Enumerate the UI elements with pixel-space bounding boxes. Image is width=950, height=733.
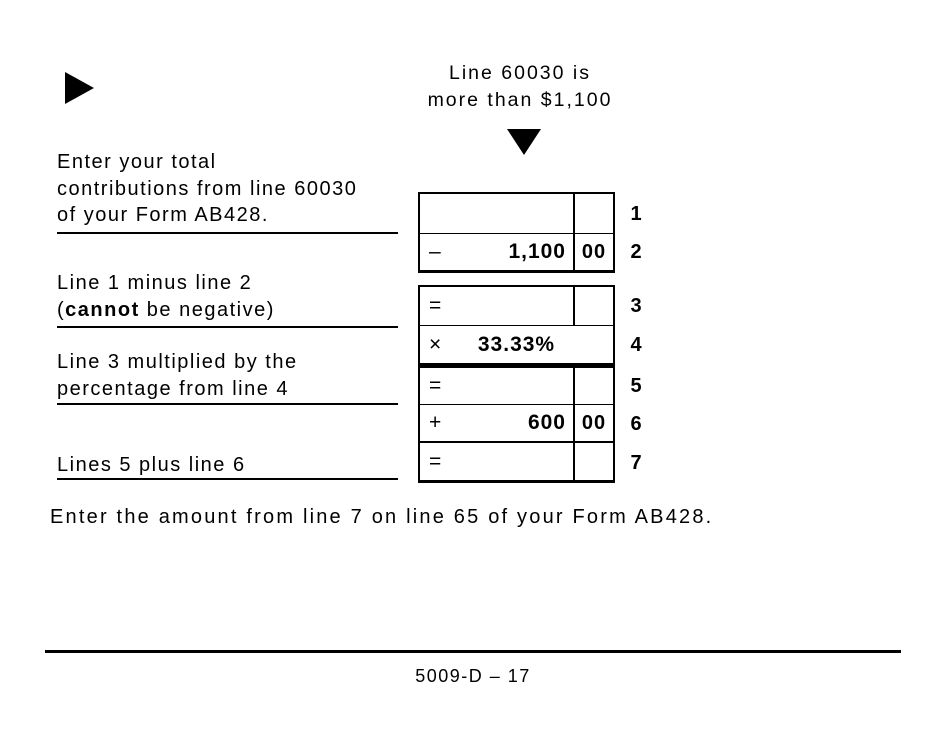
step3-label: Line 3 multiplied by the percentage from…	[57, 349, 407, 402]
line7-operator: =	[429, 449, 442, 473]
line2-operator: –	[429, 240, 441, 263]
footer-page-number: 5009-D – 17	[415, 666, 531, 686]
calc-row-line1	[420, 194, 613, 234]
line5-cents-field[interactable]	[573, 368, 613, 404]
calc-row-line2: – 1,100 00	[420, 234, 613, 270]
line2-cents: 00	[573, 234, 613, 270]
calc-box-lines-5-7: = + 600 00 =	[418, 366, 615, 483]
branch-condition-line1: Line 60030 is	[448, 62, 591, 84]
calc-row-line4: × 33.33%	[420, 326, 613, 363]
step4-line1: Lines 5 plus line 6	[57, 454, 246, 476]
calc-row-line5: =	[420, 368, 613, 405]
step2-line2: (cannot be negative)	[57, 297, 407, 324]
final-instruction: Enter the amount from line 7 on line 65 …	[50, 506, 714, 528]
step4-underline	[57, 478, 398, 480]
step3-line1: Line 3 multiplied by the	[57, 351, 298, 373]
step1-label: Enter your total contributions from line…	[57, 149, 407, 229]
line6-amount: 600	[527, 411, 566, 434]
branch-condition: Line 60030 is more than $1,100	[385, 60, 655, 114]
step1-line3: of your Form AB428.	[57, 204, 269, 226]
line5-operator: =	[429, 374, 442, 397]
line7-cents-field[interactable]	[573, 443, 613, 480]
line6-operator: +	[429, 411, 442, 434]
step3-line2: percentage from line 4	[57, 377, 290, 400]
line-number-2: 2	[630, 241, 642, 263]
branch-condition-line2: more than $1,100	[427, 89, 613, 111]
line-number-1: 1	[630, 203, 642, 225]
step2-line2-pre: (	[57, 298, 66, 321]
step1-line2: contributions from line 60030	[57, 177, 358, 200]
down-arrow-icon	[507, 129, 541, 155]
line4-rate: 33.33%	[477, 332, 556, 356]
line-number-5: 5	[630, 375, 642, 397]
step2-line2-post: be negative)	[139, 298, 275, 321]
line3-cents-field[interactable]	[573, 287, 613, 325]
line7-amount-field[interactable]: =	[420, 443, 573, 480]
step1-underline	[57, 232, 398, 234]
line3-amount-field[interactable]: =	[420, 287, 573, 325]
calc-box-lines-3-4: = × 33.33%	[418, 285, 615, 366]
step1-line1: Enter your total	[57, 151, 217, 173]
footer-rule	[45, 650, 901, 653]
step2-underline	[57, 326, 398, 328]
step4-label: Lines 5 plus line 6	[57, 452, 407, 479]
line-number-7: 7	[630, 452, 642, 474]
line2-amount: 1,100	[508, 240, 566, 263]
line-number-3: 3	[630, 295, 642, 317]
step3-underline	[57, 403, 398, 405]
start-arrow-icon	[65, 72, 94, 104]
line5-amount-field[interactable]: =	[420, 368, 573, 404]
calc-row-line7: =	[420, 443, 613, 480]
line6-cents: 00	[573, 405, 613, 441]
calc-row-line6: + 600 00	[420, 405, 613, 443]
line-number-6: 6	[630, 413, 642, 435]
step2-label: Line 1 minus line 2 (cannot be negative)	[57, 270, 407, 323]
step2-line2-bold: cannot	[65, 298, 140, 321]
line4-operator: ×	[429, 332, 442, 356]
line-number-4: 4	[630, 334, 642, 356]
line1-amount-field[interactable]	[420, 194, 573, 233]
calc-row-line3: =	[420, 287, 613, 326]
line2-amount-cell: – 1,100	[420, 234, 573, 270]
line4-rate-cell: × 33.33%	[420, 326, 613, 363]
line1-cents-field[interactable]	[573, 194, 613, 233]
step2-line1: Line 1 minus line 2	[57, 272, 253, 294]
line3-operator: =	[429, 294, 442, 317]
calc-box-lines-1-2: – 1,100 00	[418, 192, 615, 273]
line6-amount-cell: + 600	[420, 405, 573, 441]
